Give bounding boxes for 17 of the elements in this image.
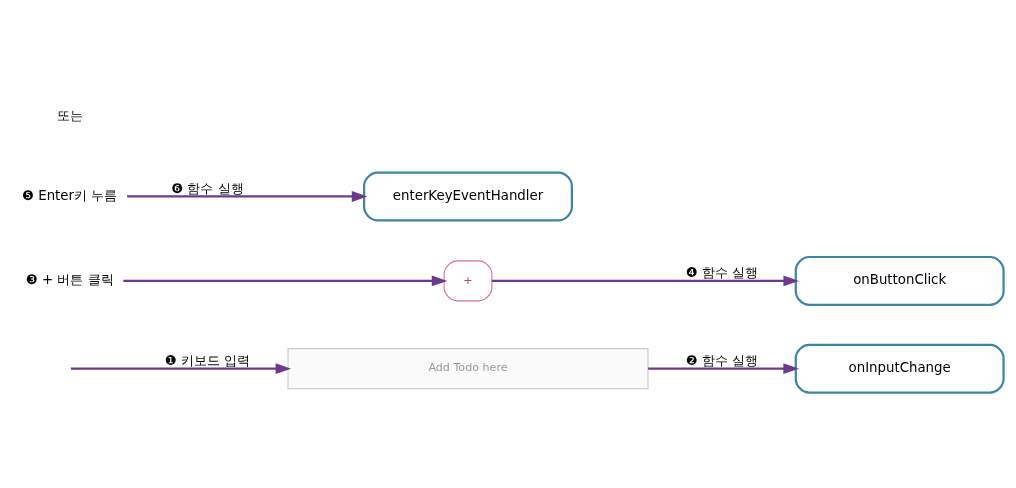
node-box: onButtonClick	[794, 255, 1005, 306]
node-box: enterKeyEventHandler	[363, 170, 573, 221]
node-box: onInputChange	[794, 343, 1005, 394]
arrow	[491, 274, 800, 286]
edge-label: ❶ 키보드 입력	[164, 352, 251, 368]
arrow	[648, 362, 799, 374]
node-text: ❺ Enter키 누름	[22, 187, 118, 203]
node-text: ❸ + 버튼 클릭	[25, 271, 114, 287]
label: 또는	[56, 107, 83, 123]
arrow	[123, 274, 448, 286]
arrow	[70, 362, 292, 374]
edge-label: ❻ 함수 실행	[171, 180, 244, 196]
node-box: Add Todo here	[287, 347, 649, 389]
node-box: +	[443, 259, 493, 301]
arrow	[127, 190, 368, 202]
edge-label: ❷ 함수 실행	[685, 352, 759, 368]
edge-label: ❹ 함수 실행	[685, 264, 759, 280]
